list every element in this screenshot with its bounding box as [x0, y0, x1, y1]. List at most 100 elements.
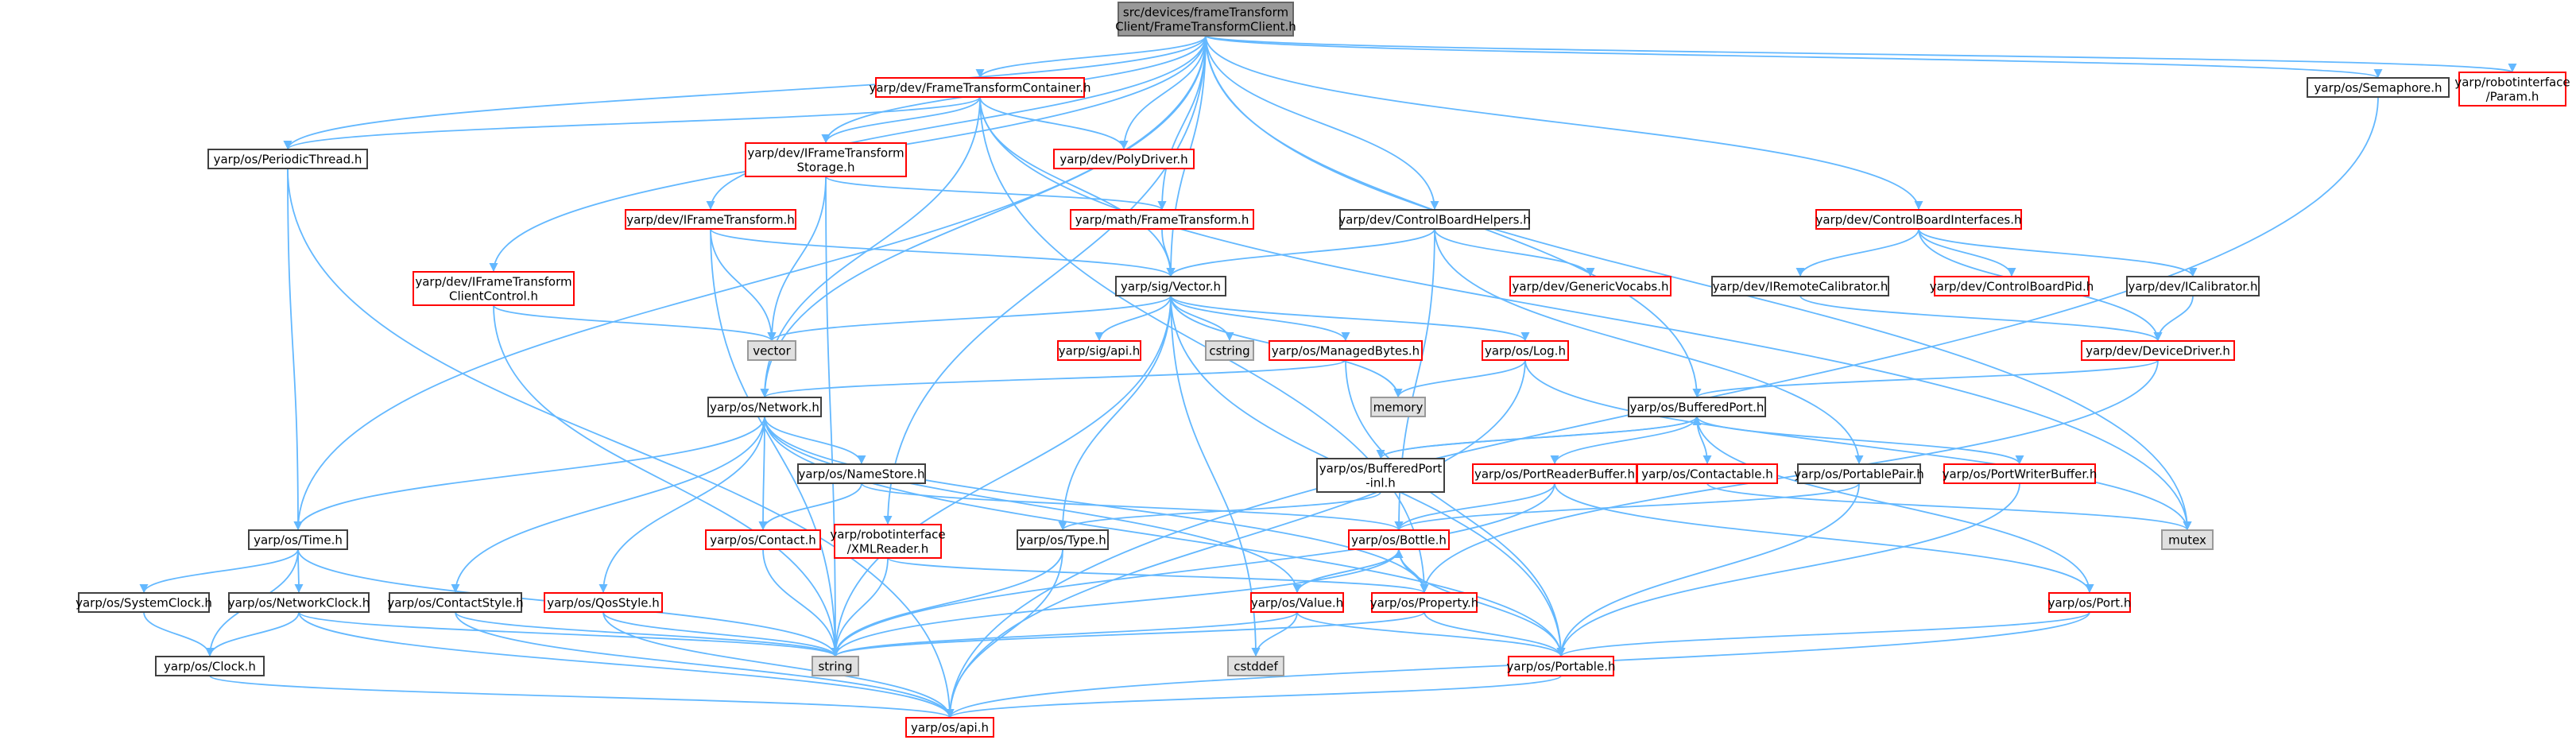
node-control-board-interfaces[interactable]: yarp/dev/ControlBoardInterfaces.h [1815, 209, 2022, 230]
node-device-driver[interactable]: yarp/dev/DeviceDriver.h [2081, 340, 2235, 361]
node-box [544, 592, 663, 613]
node-label: vector [753, 344, 791, 358]
edge-vector-to-cstddef [1170, 295, 1261, 657]
node-time[interactable]: yarp/os/Time.h [248, 529, 348, 550]
node-box [78, 592, 210, 613]
node-qos-style[interactable]: yarp/os/QosStyle.h [544, 592, 663, 613]
edge-network-to-contact-style [451, 416, 765, 594]
edge-root-to-periodic-thread [283, 35, 1207, 150]
node-box [1118, 2, 1294, 37]
node-sigapi[interactable]: yarp/sig/api.h [1057, 340, 1141, 361]
edge-log-to-api [945, 359, 1526, 719]
node-portable-pair[interactable]: yarp/os/PortablePair.h [1794, 463, 1924, 484]
edge-port-reader-buffer-to-string [831, 482, 1555, 657]
node-type[interactable]: yarp/os/Type.h [1017, 529, 1109, 550]
node-poly-driver[interactable]: yarp/dev/PolyDriver.h [1053, 149, 1195, 169]
node-contact[interactable]: yarp/os/Contact.h [705, 529, 821, 550]
node-xmlreader[interactable]: yarp/robotinterface/XMLReader.h [830, 524, 946, 559]
node-label: yarp/dev/GenericVocabs.h [1513, 280, 1669, 294]
node-box [1637, 463, 1778, 484]
edge-periodic-thread-to-time [287, 168, 303, 531]
node-label: yarp/os/Clock.h [164, 660, 256, 674]
node-port-reader-buffer[interactable]: yarp/os/PortReaderBuffer.h [1472, 463, 1637, 484]
edge-icalibrator-to-device-driver [2153, 295, 2194, 342]
node-icalibrator[interactable]: yarp/dev/ICalibrator.h [2126, 276, 2260, 296]
node-label: yarp/os/Port.h [2048, 596, 2132, 610]
edge-root-to-frame-transform-container [975, 35, 1207, 79]
edge-network-to-time [293, 416, 765, 531]
edge-contact-style-to-string [455, 611, 840, 657]
node-box [1250, 592, 1344, 613]
edge-frame-transform-container-to-iframe-transform-storage [821, 96, 981, 144]
node-label: yarp/os/Portable.h [1507, 660, 1616, 674]
edge-control-board-helpers-to-generic-vocabs [1434, 228, 1595, 277]
nodes-layer: src/devices/frameTransformClient/FrameTr… [76, 2, 2570, 738]
node-contactable[interactable]: yarp/os/Contactable.h [1637, 463, 1778, 484]
edge-vector-to-managed-bytes [1170, 295, 1350, 342]
node-clock[interactable]: yarp/os/Clock.h [155, 656, 265, 676]
edge-clock-to-api [209, 675, 955, 719]
node-network-clock[interactable]: yarp/os/NetworkClock.h [228, 592, 370, 613]
node-api[interactable]: yarp/os/api.h [905, 717, 994, 738]
node-buffered-port[interactable]: yarp/os/BufferedPort.h [1628, 397, 1766, 417]
node-param[interactable]: yarp/robotinterface/Param.h [2454, 72, 2570, 107]
node-label: yarp/os/QosStyle.h [547, 596, 660, 610]
node-port-writer-buffer[interactable]: yarp/os/PortWriterBuffer.h [1943, 463, 2098, 484]
node-label: cstddef [1234, 660, 1278, 674]
node-math-frame-transform[interactable]: yarp/math/FrameTransform.h [1070, 209, 1254, 230]
edge-bottle-to-string [831, 548, 1400, 657]
node-box [705, 529, 821, 550]
node-generic-vocabs[interactable]: yarp/dev/GenericVocabs.h [1509, 276, 1671, 296]
node-label: yarp/os/PortReaderBuffer.h [1474, 467, 1635, 482]
node-box [248, 529, 348, 550]
node-frame-transform-container[interactable]: yarp/dev/FrameTransformContainer.h [869, 77, 1091, 98]
node-control-board-helpers[interactable]: yarp/dev/ControlBoardHelpers.h [1338, 209, 1531, 230]
node-managed-bytes[interactable]: yarp/os/ManagedBytes.h [1269, 340, 1423, 361]
node-network[interactable]: yarp/os/Network.h [707, 397, 822, 417]
node-box [1482, 340, 1569, 361]
edge-iframe-transform-storage-to-vector [767, 176, 827, 342]
node-property[interactable]: yarp/os/Property.h [1370, 592, 1478, 613]
node-box [1508, 656, 1614, 676]
node-port[interactable]: yarp/os/Port.h [2048, 592, 2132, 613]
node-label: yarp/os/BufferedPort [1319, 462, 1443, 476]
node-label: yarp/dev/IFrameTransform [747, 146, 904, 161]
node-semaphore[interactable]: yarp/os/Semaphore.h [2307, 77, 2450, 98]
node-label: cstring [1209, 344, 1249, 358]
edge-iframe-transform-storage-to-string [825, 176, 840, 657]
node-label: yarp/sig/api.h [1059, 344, 1141, 358]
node-label: yarp/os/ManagedBytes.h [1272, 344, 1420, 358]
node-label: yarp/dev/IRemoteCalibrator.h [1713, 280, 1888, 294]
node-box [1371, 592, 1478, 613]
edge-type-to-string [831, 548, 1063, 657]
edge-iremote-calibrator-to-device-driver [1799, 295, 2163, 342]
node-box [1017, 529, 1109, 550]
edge-network-clock-to-api [298, 611, 955, 719]
node-contact-style[interactable]: yarp/os/ContactStyle.h [387, 592, 524, 613]
node-label: yarp/dev/ControlBoardHelpers.h [1338, 213, 1530, 227]
node-memory: memory [1370, 397, 1426, 417]
node-box [1057, 340, 1141, 361]
node-portable[interactable]: yarp/os/Portable.h [1507, 656, 1616, 676]
node-log[interactable]: yarp/os/Log.h [1482, 340, 1569, 361]
node-string: string [812, 656, 859, 676]
edge-root-to-mutex [1205, 35, 2192, 531]
node-periodic-thread[interactable]: yarp/os/PeriodicThread.h [207, 149, 368, 169]
edge-property-to-bottle [1394, 548, 1425, 594]
node-label: mutex [2168, 533, 2206, 548]
node-value[interactable]: yarp/os/Value.h [1250, 592, 1344, 613]
node-label: yarp/os/SystemClock.h [76, 596, 212, 610]
node-name-store[interactable]: yarp/os/NameStore.h [797, 463, 926, 484]
edge-value-to-string [831, 611, 1298, 657]
node-iremote-calibrator[interactable]: yarp/dev/IRemoteCalibrator.h [1711, 276, 1889, 296]
node-control-board-pid[interactable]: yarp/dev/ControlBoardPid.h [1930, 276, 2094, 296]
node-vector[interactable]: yarp/sig/Vector.h [1115, 276, 1226, 296]
edge-control-board-helpers-to-vector [1166, 228, 1435, 277]
node-root[interactable]: src/devices/frameTransformClient/FrameTr… [1115, 2, 1296, 37]
node-bottle[interactable]: yarp/os/Bottle.h [1348, 529, 1450, 550]
node-iframe-transform[interactable]: yarp/dev/IFrameTransform.h [625, 209, 796, 230]
node-system-clock[interactable]: yarp/os/SystemClock.h [76, 592, 212, 613]
node-buffered-port-inl[interactable]: yarp/os/BufferedPort-inl.h [1316, 458, 1445, 493]
